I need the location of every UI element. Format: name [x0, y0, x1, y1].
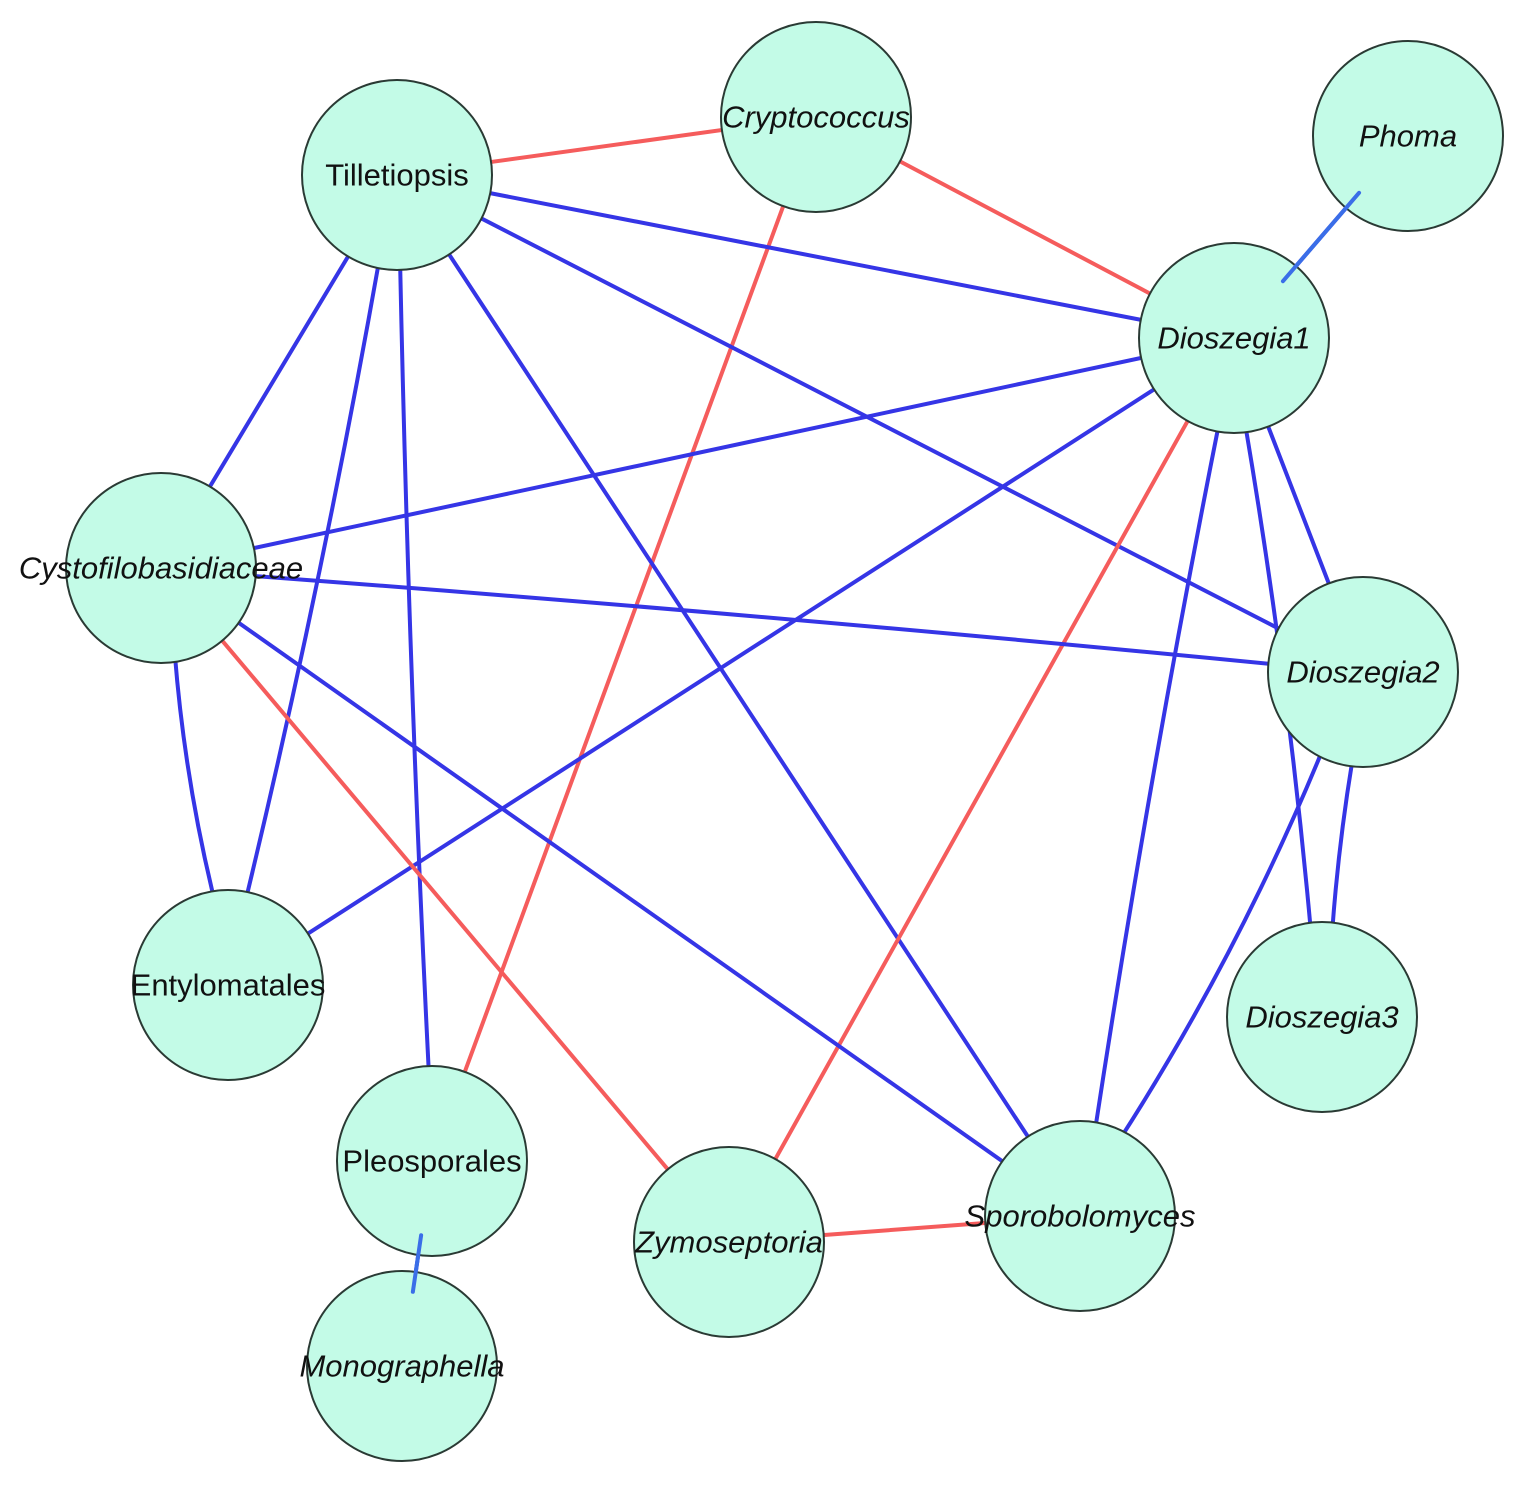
node-zymoseptoria: Zymoseptoria [633, 1146, 825, 1338]
node-label-monographella: Monographella [299, 1349, 504, 1384]
edge-dioszegia2-sporobolomyces [1118, 747, 1325, 1141]
node-circle-monographella [306, 1270, 498, 1462]
node-label-cystofilobasidiaceae: Cystofilobasidiaceae [19, 551, 303, 586]
node-monographella: Monographella [299, 1270, 505, 1462]
node-circle-phoma [1312, 40, 1504, 232]
node-circle-dioszegia1 [1138, 242, 1330, 434]
node-circle-pleosporales [336, 1065, 528, 1257]
node-cryptococcus: Cryptococcus [720, 21, 912, 213]
edge-zymoseptoria-sporobolomyces [813, 1220, 996, 1238]
edge-dioszegia1-entylomatales [299, 383, 1163, 940]
edge-cystofilobasidiaceae-dioszegia2 [245, 573, 1279, 667]
node-circle-dioszegia2 [1267, 576, 1459, 768]
edge-tilletiopsis-sporobolomyces [442, 245, 1035, 1146]
node-label-dioszegia1: Dioszegia1 [1157, 321, 1310, 356]
node-label-dioszegia3: Dioszegia3 [1245, 1000, 1398, 1035]
edge-overlay-phoma-dioszegia1 [1280, 190, 1362, 284]
node-cystofilobasidiaceae: Cystofilobasidiaceae [19, 472, 303, 664]
node-sporobolomyces: Sporobolomyces [965, 1120, 1196, 1312]
edge-cystofilobasidiaceae-entylomatales [172, 651, 217, 902]
edge-cryptococcus-dioszegia1 [890, 155, 1160, 300]
node-circle-zymoseptoria [633, 1146, 825, 1338]
node-label-dioszegia2: Dioszegia2 [1286, 655, 1439, 690]
nodes-layer: Tilletiopsis CryptococcusPhomaDioszegia1C… [19, 21, 1504, 1462]
node-circle-sporobolomyces [984, 1120, 1176, 1312]
node-circle-tilletiopsis [301, 79, 493, 271]
node-label-cryptococcus: Cryptococcus [722, 100, 910, 135]
edge-tilletiopsis-dioszegia1 [480, 189, 1151, 324]
node-phoma: Phoma [1312, 40, 1504, 232]
node-dioszegia1: Dioszegia1 [1138, 242, 1330, 434]
edge-tilletiopsis-cryptococcus [481, 126, 732, 166]
node-entylomatales: Entylomatales [131, 889, 326, 1081]
node-circle-cystofilobasidiaceae [65, 472, 257, 664]
node-label-entylomatales: Entylomatales [131, 968, 326, 1003]
node-pleosporales: Pleosporales [336, 1065, 528, 1257]
node-circle-entylomatales [132, 889, 324, 1081]
edge-cryptococcus-pleosporales [460, 196, 788, 1082]
edge-dioszegia1-zymoseptoria [769, 411, 1194, 1169]
node-circle-dioszegia3 [1226, 921, 1418, 1113]
node-dioszegia3: Dioszegia3 [1226, 921, 1418, 1113]
node-label-tilletiopsis: Tilletiopsis [325, 158, 469, 193]
node-tilletiopsis: Tilletiopsis [301, 79, 493, 271]
node-label-sporobolomyces: Sporobolomyces [965, 1199, 1196, 1234]
edge-dioszegia1-dioszegia2 [1263, 417, 1334, 593]
edge-dioszegia2-dioszegia3 [1330, 756, 1355, 933]
edge-cystofilobasidiaceae-sporobolomyces [230, 616, 1011, 1168]
edge-dioszegia1-sporobolomyces [1093, 421, 1221, 1133]
edge-dioszegia1-cystofilobasidiaceae [244, 354, 1151, 552]
edge-cystofilobasidiaceae-zymoseptoria [215, 632, 675, 1178]
edge-tilletiopsis-cystofilobasidiaceae [203, 247, 355, 496]
edge-tilletiopsis-pleosporales [398, 259, 431, 1077]
node-label-pleosporales: Pleosporales [342, 1144, 521, 1179]
node-dioszegia2: Dioszegia2 [1267, 576, 1459, 768]
node-label-phoma: Phoma [1359, 119, 1457, 154]
node-circle-cryptococcus [720, 21, 912, 213]
edge-tilletiopsis-dioszegia2 [472, 212, 1288, 635]
node-label-zymoseptoria: Zymoseptoria [634, 1225, 823, 1260]
edge-overlay-pleosporales-monographella [410, 1233, 424, 1294]
